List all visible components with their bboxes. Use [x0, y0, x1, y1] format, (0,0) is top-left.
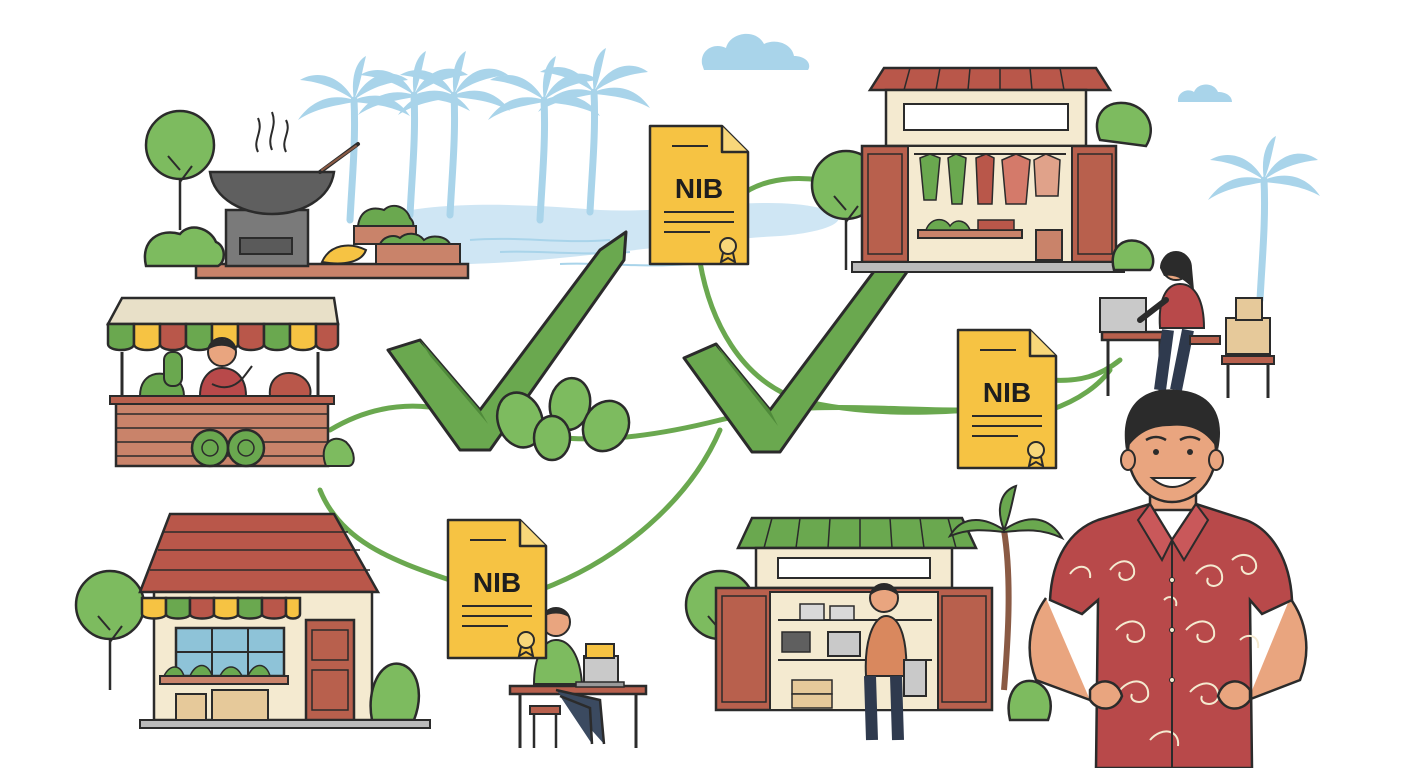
nib-label: NIB	[473, 567, 521, 598]
fruit-stall	[105, 296, 355, 468]
wok-stall	[143, 109, 470, 280]
cloud-icon	[1178, 84, 1232, 102]
checkmark-icon	[386, 230, 628, 452]
electronics-shop	[684, 484, 1065, 741]
nib-document-bottom: NIB	[446, 518, 548, 660]
cloud-icon	[701, 33, 810, 70]
leaf-cluster	[495, 376, 631, 462]
nib-document-right: NIB	[956, 328, 1058, 470]
laptop-worker	[1099, 251, 1275, 398]
nib-document-top: NIB	[648, 124, 750, 266]
wok-icon	[208, 111, 360, 216]
batik-man	[1028, 389, 1308, 768]
laptop-icon	[575, 655, 625, 688]
nib-label: NIB	[675, 173, 723, 204]
clothing-shop	[810, 66, 1155, 273]
palm-tree-icon	[947, 484, 1065, 691]
batik-pattern	[1069, 553, 1260, 747]
nib-label: NIB	[983, 377, 1031, 408]
house-shop	[74, 512, 431, 729]
laptop-icon	[827, 631, 861, 657]
laptop-icon	[1099, 297, 1147, 333]
desk-worker	[508, 607, 648, 748]
